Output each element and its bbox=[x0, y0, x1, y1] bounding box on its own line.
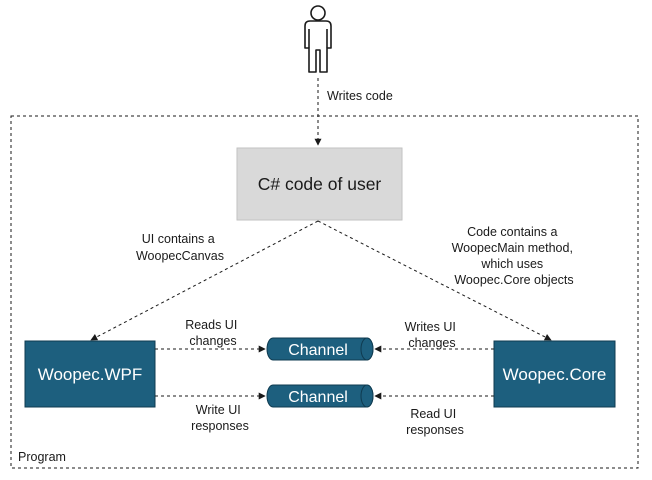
channel-top: Channel bbox=[266, 337, 374, 361]
writes-code-label: Writes code bbox=[327, 89, 393, 103]
channel-top-label: Channel bbox=[288, 342, 348, 359]
code-contains-line-1: Code contains a bbox=[467, 225, 557, 239]
writes-ui-line-1: Writes UI bbox=[405, 320, 456, 334]
channel-bottom: Channel bbox=[266, 384, 374, 408]
code-contains-line-3: which uses bbox=[480, 257, 543, 271]
read-ui-label: Read UI responses bbox=[406, 407, 464, 437]
ui-contains-line-1: UI contains a bbox=[142, 232, 215, 246]
woopec-core-box bbox=[493, 340, 616, 408]
write-ui-line-2: responses bbox=[191, 419, 249, 433]
code-contains-line-2: WoopecMain method, bbox=[452, 241, 573, 255]
code-contains-label: Code contains a WoopecMain method, which… bbox=[452, 225, 577, 287]
reads-ui-line-1: Reads UI bbox=[185, 318, 237, 332]
code-to-wpf-arrow bbox=[90, 220, 319, 341]
reads-ui-label: Reads UI changes bbox=[185, 318, 241, 348]
read-ui-line-2: responses bbox=[406, 423, 464, 437]
program-boundary bbox=[10, 115, 639, 469]
ui-contains-label: UI contains a WoopecCanvas bbox=[136, 232, 224, 263]
user-actor-icon bbox=[304, 5, 332, 73]
writes-ui-line-2: changes bbox=[408, 336, 455, 350]
program-label: Program bbox=[18, 450, 66, 464]
user-code-box bbox=[236, 147, 403, 221]
write-ui-label: Write UI responses bbox=[191, 403, 249, 433]
woopec-core-label: Woopec.Core bbox=[503, 365, 607, 384]
reads-ui-line-2: changes bbox=[189, 334, 236, 348]
user-code-label: C# code of user bbox=[258, 174, 382, 194]
read-ui-line-1: Read UI bbox=[410, 407, 456, 421]
ui-contains-line-2: WoopecCanvas bbox=[136, 249, 224, 263]
woopec-wpf-box bbox=[24, 340, 156, 408]
woopec-wpf-label: Woopec.WPF bbox=[38, 365, 143, 384]
code-contains-line-4: Woopec.Core objects bbox=[454, 273, 573, 287]
code-to-core-arrow bbox=[317, 220, 552, 341]
write-ui-line-1: Write UI bbox=[196, 403, 241, 417]
writes-ui-label: Writes UI changes bbox=[405, 320, 460, 350]
channel-bottom-label: Channel bbox=[288, 389, 348, 406]
